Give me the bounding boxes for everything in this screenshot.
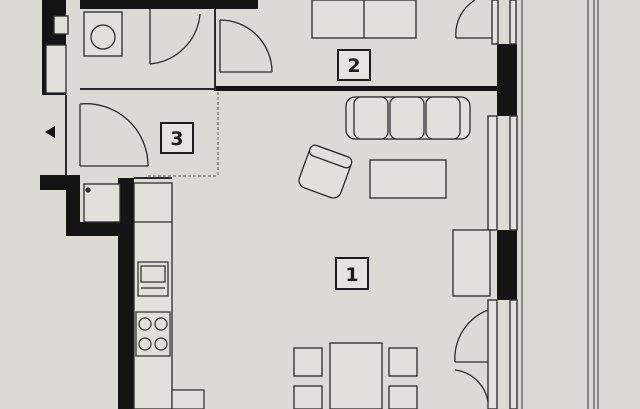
windows <box>487 0 518 409</box>
room-1-number: 1 <box>345 264 358 286</box>
toilet <box>45 15 69 94</box>
walls <box>40 0 517 409</box>
doors <box>79 0 492 403</box>
utility-box <box>83 183 121 223</box>
room-3-number: 3 <box>170 128 183 150</box>
entrance-marker <box>45 126 55 138</box>
counter-end <box>171 389 205 409</box>
dining-chairs <box>293 347 418 409</box>
room-label-2: 2 <box>337 49 371 81</box>
dining-table <box>329 342 383 409</box>
sideboard <box>452 229 491 297</box>
closet-outline <box>148 92 219 177</box>
balcony-edge <box>521 0 599 409</box>
coffee-table <box>369 159 447 199</box>
sink <box>137 261 169 297</box>
bed <box>311 0 417 39</box>
room-2-number: 2 <box>347 55 360 77</box>
partitions <box>65 9 216 179</box>
armchair <box>298 144 353 199</box>
sofa <box>345 96 471 140</box>
room-label-1: 1 <box>335 257 369 290</box>
washing-machine <box>83 11 123 57</box>
room-label-3: 3 <box>160 122 194 154</box>
cooktop <box>135 311 171 357</box>
